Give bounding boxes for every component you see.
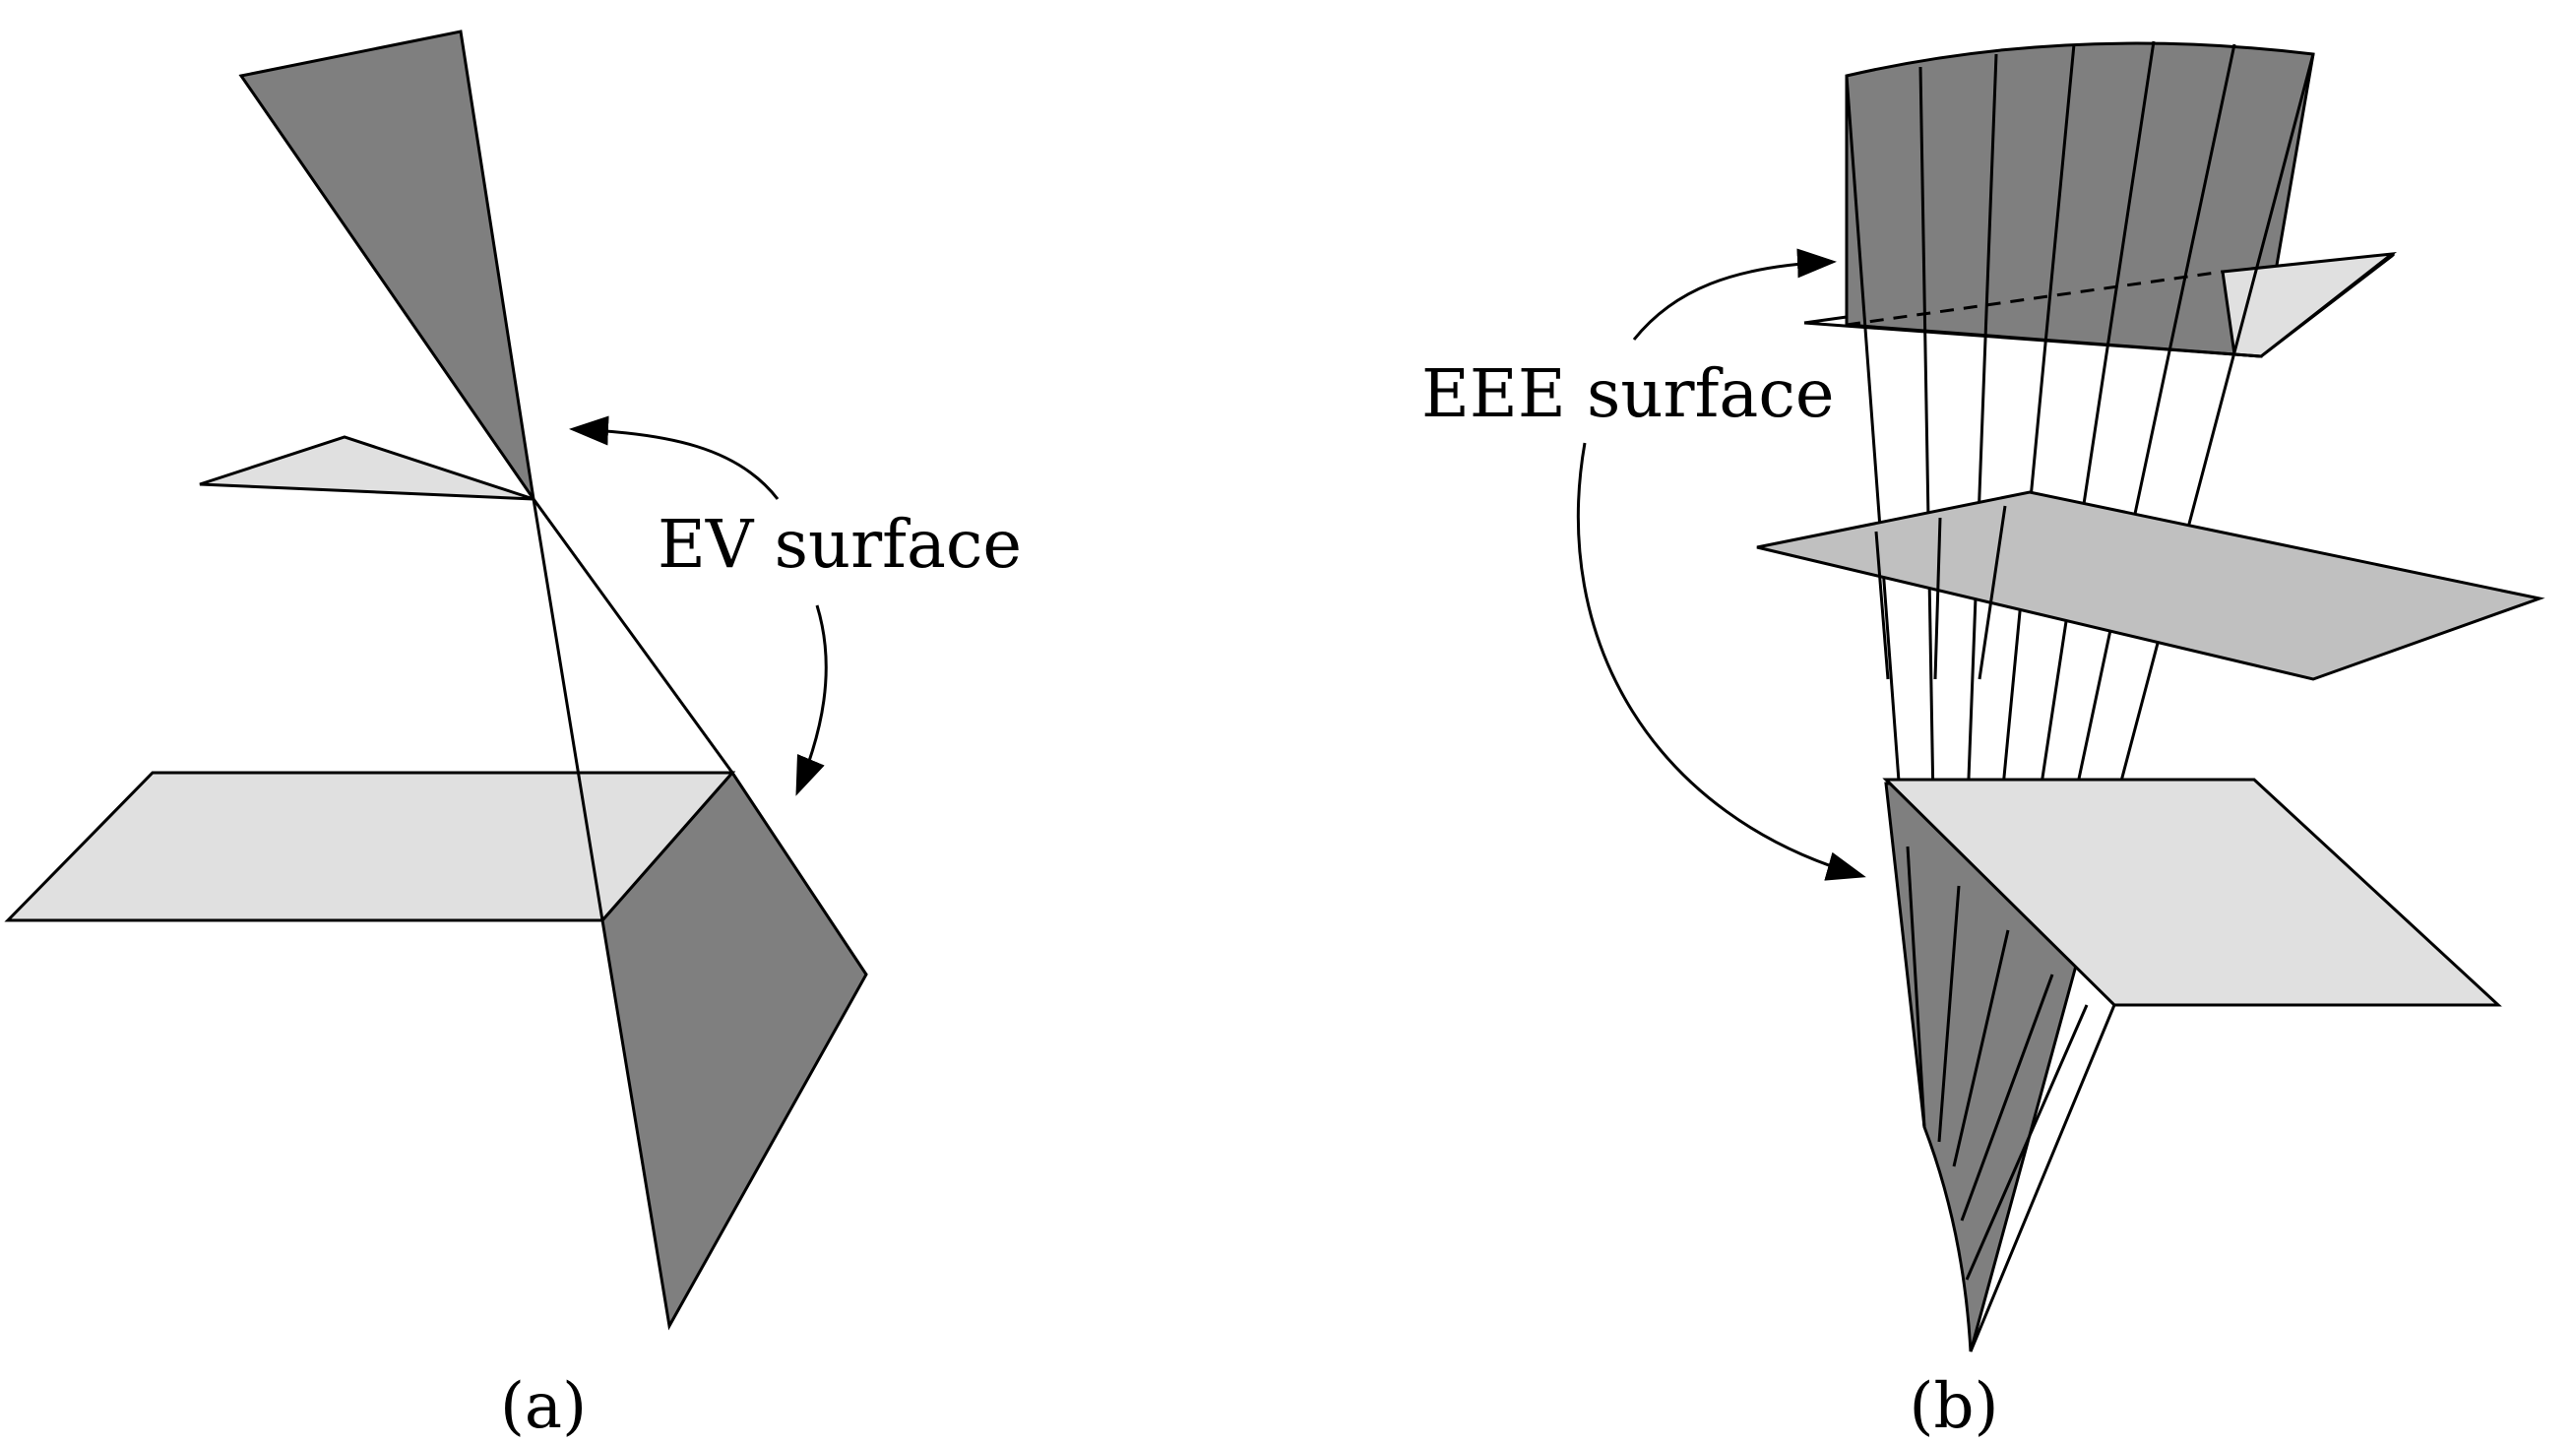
eee-top-plane-left-edge	[1803, 315, 1848, 325]
eee-ray-low-5	[1965, 1004, 2089, 1281]
caption-b: (b)	[1910, 1370, 1999, 1443]
eee-top-plane-dashed-edge	[1846, 270, 2224, 327]
eee-ray-seg-2	[1933, 517, 1942, 680]
eee-surface-label: EEE surface	[1421, 355, 1835, 432]
eee-top-plane-front-edge	[1803, 321, 2262, 358]
eee-arrow-down	[1576, 442, 1866, 881]
eee-ray-low-1	[1906, 846, 1926, 1128]
panel-b: EEE surface (b)	[1421, 40, 2545, 1443]
eee-ray-seg-1	[1874, 531, 1890, 680]
ev-small-light-triangle	[199, 435, 534, 501]
panel-a: EV surface (a)	[4, 30, 1022, 1443]
ev-large-light-plane	[4, 771, 736, 922]
eee-bottom-light-plane	[1882, 778, 2502, 1007]
ev-surface-line-right	[532, 498, 734, 774]
eee-upper-dark-fan	[1845, 41, 2315, 358]
eee-ray-low-4	[1960, 973, 2054, 1222]
ev-surface-line-left	[532, 498, 604, 921]
eee-ray-low-3	[1952, 929, 2010, 1167]
eee-arrow-up	[1632, 248, 1837, 341]
ev-surface-label: EV surface	[658, 506, 1022, 583]
eee-ray-low-6	[1969, 1004, 2116, 1352]
eee-ray-low-2	[1937, 885, 1961, 1143]
caption-a: (a)	[500, 1370, 587, 1443]
ev-arrow-down	[795, 604, 828, 796]
eee-rays-lower	[1906, 846, 2116, 1352]
ev-upper-dark-wedge	[238, 30, 535, 500]
eee-mid-plane	[1756, 490, 2545, 681]
ev-arrow-up	[569, 415, 780, 500]
eee-ray-seg-3	[1978, 505, 2007, 680]
eee-rays-over-mid	[1874, 505, 2007, 680]
